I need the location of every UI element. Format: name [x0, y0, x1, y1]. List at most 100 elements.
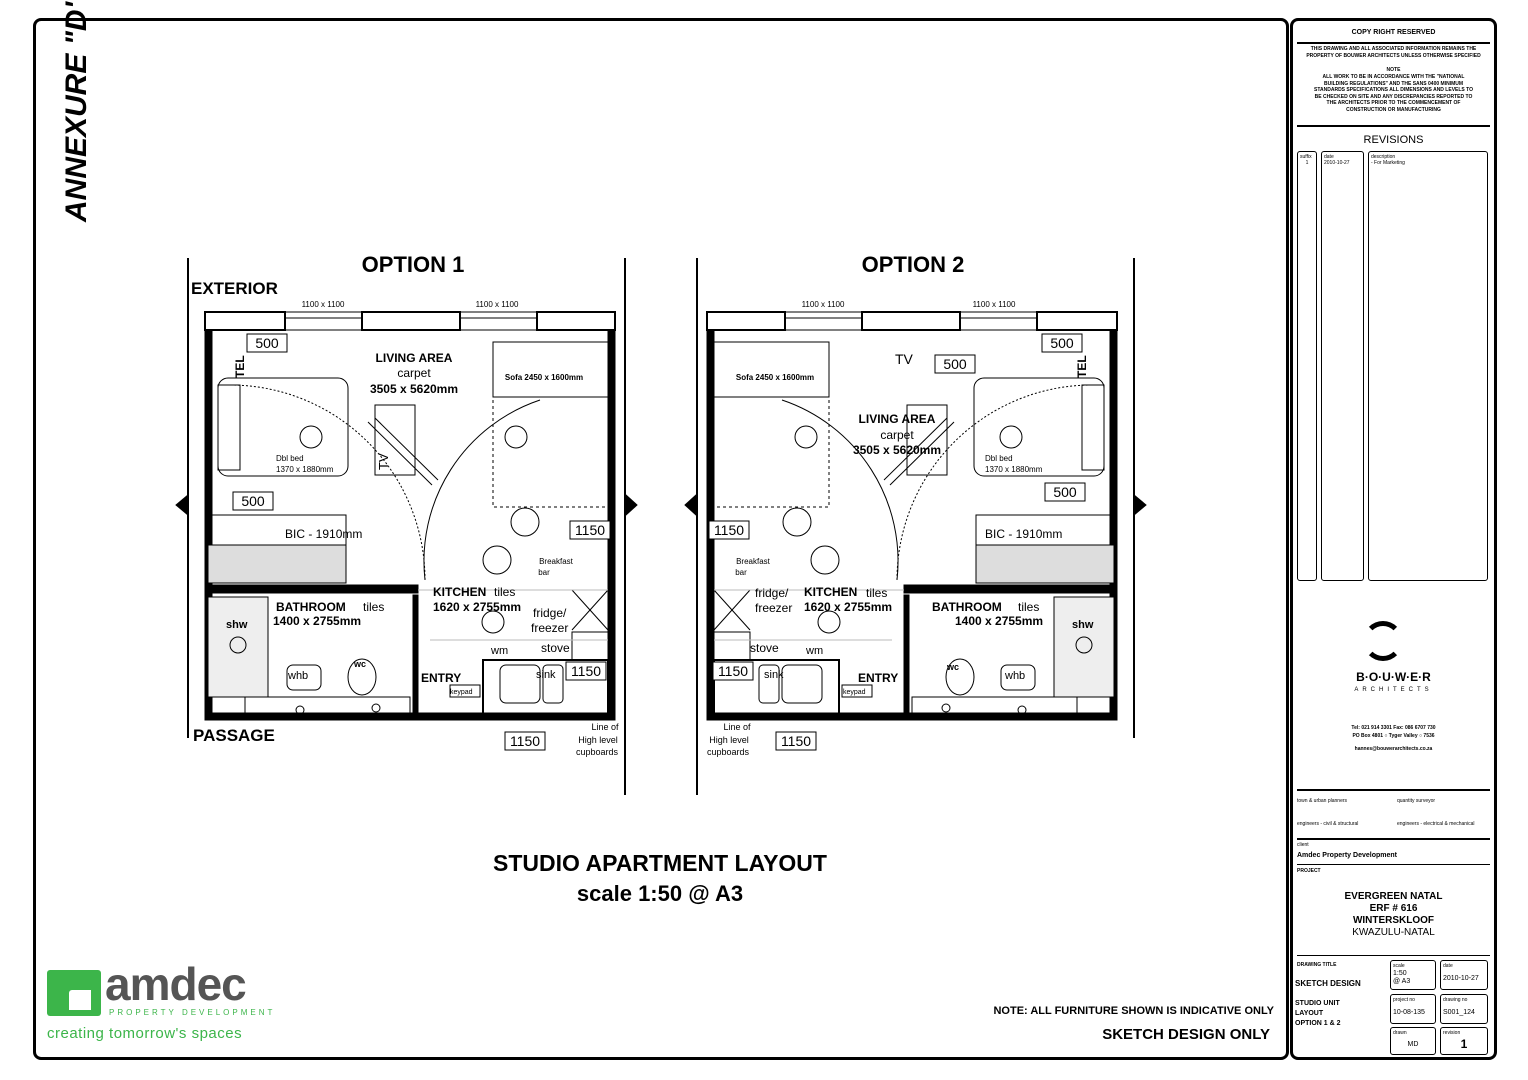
room-label: LIVING AREA [859, 412, 936, 426]
option-1-title: OPTION 1 [362, 252, 465, 277]
revisions-heading: REVISIONS [1363, 134, 1424, 146]
dimension: 500 [1050, 335, 1074, 351]
drawing-subtitle: STUDIO UNIT LAYOUT OPTION 1 & 2 [1295, 999, 1341, 1029]
drawing-title: SKETCH DESIGN [1295, 979, 1361, 988]
amdec-logo-name: amdec [105, 958, 247, 1010]
option-2-labels: OPTION 2 1100 x 1100 1100 x 1100 TV 500 … [707, 252, 1094, 757]
dimension: 1150 [571, 663, 601, 679]
project-line: KWAZULU-NATAL [1352, 927, 1435, 938]
dimension: 500 [255, 335, 279, 351]
furniture-label: 1370 x 1880mm [985, 465, 1043, 474]
client-name: Amdec Property Development [1297, 852, 1397, 859]
box-label: project no [1393, 997, 1415, 1003]
layout-scale: scale 1:50 @ A3 [576, 881, 744, 906]
project-line: ERF # 616 [1369, 903, 1418, 914]
box-label: date [1443, 963, 1453, 969]
room-label: KITCHEN [433, 585, 486, 599]
furniture-note: NOTE: ALL FURNITURE SHOWN IS INDICATIVE … [993, 1005, 1274, 1017]
furniture-label: bar [735, 568, 747, 577]
amdec-logo-mark [47, 970, 101, 1016]
window-label: 1100 x 1100 [973, 300, 1016, 309]
furniture-label: bar [538, 568, 550, 577]
drawing-frame [33, 18, 1289, 1060]
title-block: COPY RIGHT RESERVED THIS DRAWING AND ALL… [1290, 18, 1497, 1060]
window-label: 1100 x 1100 [476, 300, 519, 309]
room-finish: tiles [363, 600, 384, 614]
revision-suffix: 1 [1305, 160, 1309, 166]
tv-label: TV [376, 453, 391, 470]
note-heading: NOTE [1386, 67, 1401, 73]
revision-date: 2010-10-27 [1324, 160, 1350, 166]
room-size: 1400 x 2755mm [955, 614, 1043, 628]
architect-name: B·O·U·W·E·R [1356, 670, 1431, 684]
scale-value: 1:50 [1393, 970, 1407, 977]
drawing-subtitle-line: OPTION 1 & 2 [1295, 1020, 1341, 1027]
revision-description-column: description- For Marketing [1368, 151, 1488, 581]
appliance-label: fridge/ [533, 606, 567, 620]
drawing-title-label: DRAWING TITLE [1297, 962, 1337, 968]
dimension: 1150 [575, 522, 605, 538]
keypad-label: keypad [450, 689, 473, 696]
room-size: 1400 x 2755mm [273, 614, 361, 628]
exterior-label: EXTERIOR [191, 279, 278, 298]
room-finish: tiles [866, 586, 887, 600]
bouwer-logo-icon [1363, 621, 1403, 661]
architect-email: hannes@bouwerarchitects.co.za [1354, 746, 1433, 752]
tel-label: TEL [1075, 355, 1089, 378]
dimension: 1150 [510, 733, 540, 749]
passage-label: PASSAGE [193, 726, 275, 745]
dimension: 1150 [718, 663, 748, 679]
dimension: 500 [943, 356, 967, 372]
keypad-label: keypad [843, 689, 866, 696]
date-value: 2010-10-27 [1443, 975, 1479, 982]
box-label: drawn [1393, 1030, 1407, 1036]
fixture-label: whb [1004, 670, 1025, 682]
note-label: High level [578, 735, 618, 745]
fixture-label: shw [226, 619, 248, 631]
note-label: High level [709, 735, 749, 745]
col-label: description [1371, 154, 1396, 160]
date-box: date 2010-10-27 [1440, 960, 1488, 990]
tv-label: TV [895, 351, 914, 367]
project-line: EVERGREEN NATAL [1344, 891, 1443, 902]
planners-label: town & urban planners [1297, 798, 1348, 804]
architect-address: PO Box 4801 ○ Tyger Valley ○ 7536 [1352, 733, 1435, 739]
qs-label: quantity surveyor [1397, 798, 1436, 804]
furniture-label: Breakfast [539, 557, 574, 566]
dimension: 500 [1053, 484, 1077, 500]
option-2-title: OPTION 2 [862, 252, 965, 277]
architect-subtitle: ARCHITECTS [1354, 687, 1433, 693]
project-no-box: project no 10-08-135 [1390, 994, 1436, 1024]
project-no-value: 10-08-135 [1393, 1009, 1425, 1016]
room-size: 3505 x 5620mm [370, 382, 458, 396]
amdec-tagline: creating tomorrow's spaces [47, 1025, 243, 1042]
drawing-subtitle-line: STUDIO UNIT [1295, 1000, 1340, 1007]
room-size: 1620 x 2755mm [433, 600, 521, 614]
fixture-label: wc [353, 659, 366, 669]
box-label: drawing no [1443, 997, 1468, 1003]
furniture-label: Dbl bed [985, 454, 1013, 463]
room-size: 3505 x 5620mm [853, 443, 941, 457]
room-finish: carpet [880, 428, 914, 442]
revision-description: - For Marketing [1371, 160, 1405, 166]
note-label: Line of [723, 722, 751, 732]
room-finish: tiles [494, 585, 515, 599]
appliance-label: wm [490, 645, 508, 657]
box-label: scale [1393, 963, 1405, 969]
project-name: EVERGREEN NATAL ERF # 616 WINTERSKLOOF K… [1293, 891, 1494, 939]
appliance-label: sink [536, 669, 556, 681]
electrical-engineers-label: engineers - electrical & mechanical [1397, 821, 1475, 827]
scale-paper: @ A3 [1393, 978, 1411, 985]
appliance-label: stove [541, 641, 570, 655]
note-text: ALL WORK TO BE IN ACCORDANCE WITH THE "N… [1314, 74, 1473, 113]
room-finish: carpet [397, 366, 431, 380]
client-label: client [1297, 842, 1309, 848]
entry-label: ENTRY [858, 671, 898, 685]
col-label: suffix [1300, 154, 1312, 160]
appliance-label: fridge/ [755, 586, 789, 600]
